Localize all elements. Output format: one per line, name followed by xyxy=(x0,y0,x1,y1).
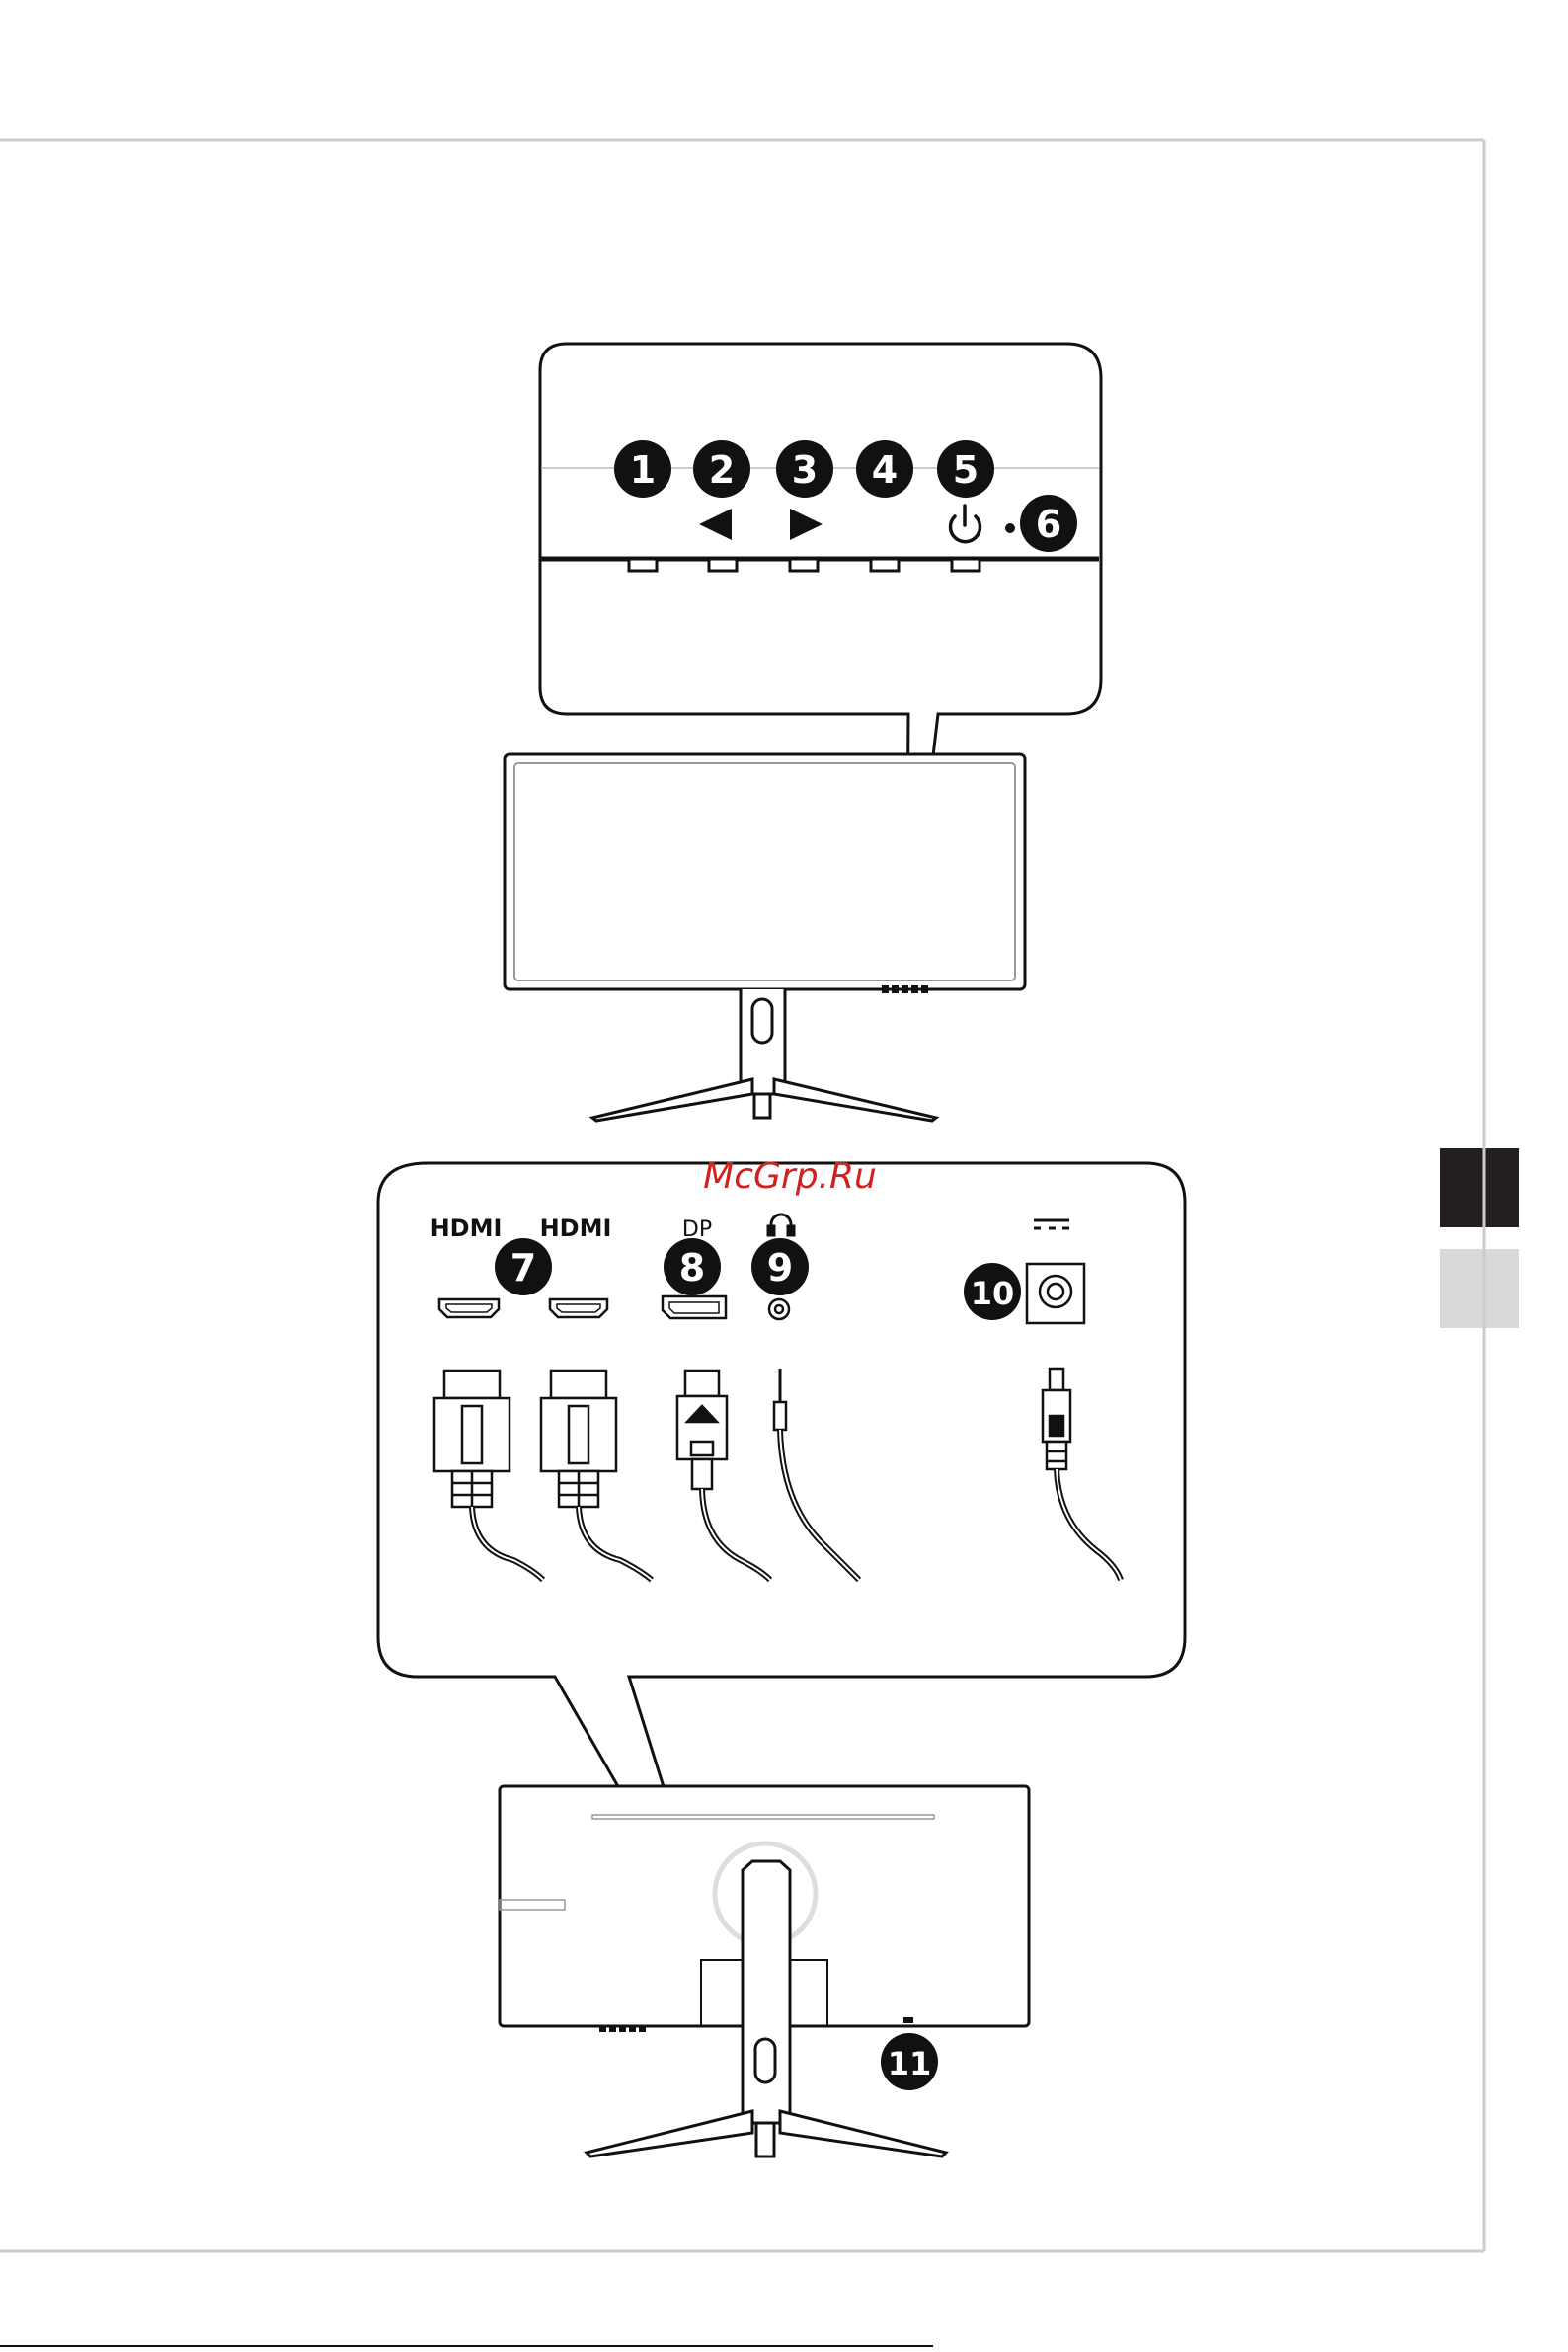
dp-label: DP xyxy=(682,1217,712,1242)
button-4 xyxy=(871,559,899,571)
callout-badges-rear: 11 xyxy=(881,2033,938,2090)
hdmi-1-label: HDMI xyxy=(431,1215,503,1242)
callout-2: 2 xyxy=(709,448,735,492)
hdmi-2-label: HDMI xyxy=(540,1215,612,1242)
callout-9: 9 xyxy=(767,1246,793,1290)
button-1 xyxy=(629,559,657,571)
callout-4: 4 xyxy=(872,448,898,492)
callout-7: 7 xyxy=(510,1246,536,1290)
dp-port xyxy=(663,1296,726,1318)
callout-8: 8 xyxy=(679,1246,705,1290)
monitor-front xyxy=(505,754,1025,1121)
callout-3: 3 xyxy=(792,448,818,492)
monitor-rear xyxy=(500,1786,1029,2156)
callout-11: 11 xyxy=(888,2045,932,2082)
callout-1: 1 xyxy=(630,448,656,492)
callout-6: 6 xyxy=(1036,503,1061,546)
button-2 xyxy=(709,559,737,571)
hdmi-port-2 xyxy=(550,1299,607,1317)
power-led xyxy=(1005,523,1015,533)
callout-10: 10 xyxy=(971,1275,1015,1312)
callout-5: 5 xyxy=(953,448,979,492)
watermark: McGrp.Ru xyxy=(703,1156,877,1197)
hdmi-port-1 xyxy=(439,1299,499,1317)
button-3 xyxy=(790,559,818,571)
button-5 xyxy=(952,559,980,571)
